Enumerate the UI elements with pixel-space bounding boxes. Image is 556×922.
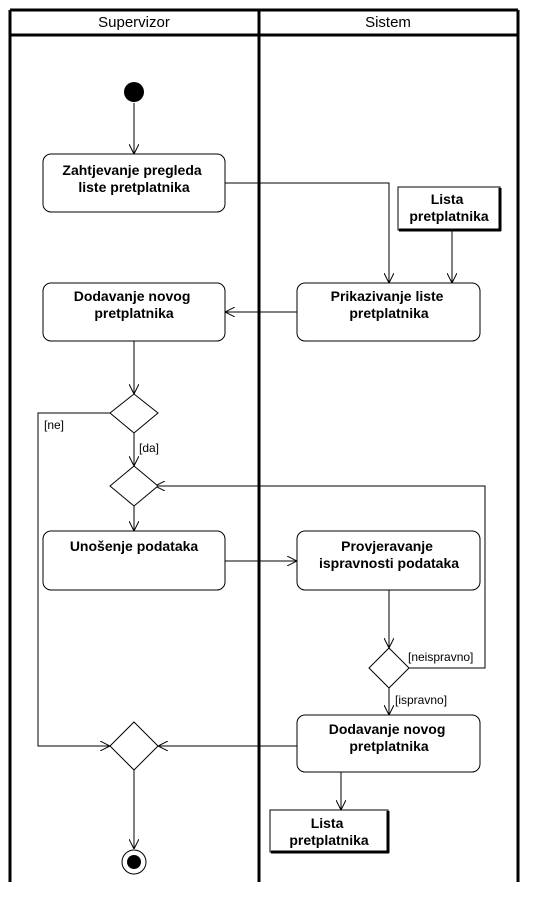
guard-da: [da] — [139, 441, 159, 455]
initial-node — [124, 82, 144, 102]
svg-text:Prikazivanje liste pretp: Prikazivanje liste pretplatnika — [331, 288, 448, 321]
merge-node-1 — [109, 465, 159, 507]
activity-provjeravanje: Provjeravanje ispravnosti podataka — [296, 530, 481, 591]
guard-ne: [ne] — [44, 418, 64, 432]
control-flows — [37, 103, 486, 849]
activity-unosenje: Unošenje podataka — [42, 530, 226, 591]
svg-text:Unošenje podataka: Unošenje podataka — [70, 538, 199, 554]
object-lista-top-line1: Lista — [431, 191, 464, 207]
object-lista-bottom: Lista pretplatnika — [269, 809, 390, 854]
activity-zahtjevanje-line2: liste pretplatnika — [78, 179, 189, 195]
guard-neispravno: [neispravno] — [408, 650, 473, 664]
activity-dodavanje-supervizor-line1: Dodavanje novog — [74, 288, 191, 304]
flow-neispravno-to-merge — [155, 486, 486, 669]
guard-ispravno: [ispravno] — [395, 693, 447, 707]
activity-dodavanje-supervizor-line2: pretplatnika — [94, 305, 174, 321]
object-lista-bottom-line1: Lista — [311, 815, 344, 831]
swimlane-frame: Supervizor Sistem — [8, 8, 520, 882]
svg-text:Dodavanje novog pretplat: Dodavanje novog pretplatnika — [329, 721, 450, 754]
object-lista-top-line2: pretplatnika — [409, 208, 489, 224]
final-node — [121, 849, 147, 875]
decision-node-2 — [368, 647, 410, 689]
activity-prikazivanje: Prikazivanje liste pretplatnika — [296, 282, 481, 342]
lane-title-supervizor: Supervizor — [98, 14, 170, 31]
activity-dodavanje-sistem-line2: pretplatnika — [349, 738, 429, 754]
svg-text:Zahtjevanje pregleda lis: Zahtjevanje pregleda liste pretplatnika — [62, 162, 205, 195]
decision-node-1 — [109, 393, 159, 434]
activity-dodavanje-sistem-line1: Dodavanje novog — [329, 721, 446, 737]
activity-dodavanje-supervizor: Dodavanje novog pretplatnika — [42, 282, 226, 342]
object-lista-bottom-line2: pretplatnika — [289, 832, 369, 848]
activity-unosenje-line1: Unošenje podataka — [70, 538, 199, 554]
merge-node-final — [109, 721, 159, 771]
flow-decision-ne-to-merge — [37, 412, 110, 746]
svg-text:Provjeravanje ispravnost: Provjeravanje ispravnosti podataka — [319, 538, 459, 571]
activity-dodavanje-sistem: Dodavanje novog pretplatnika — [296, 714, 481, 773]
activity-prikazivanje-line1: Prikazivanje liste — [331, 288, 444, 304]
svg-text:Lista pretplatnika: Lista pretplatnika — [409, 191, 489, 224]
activity-zahtjevanje: Zahtjevanje pregleda liste pretplatnika — [42, 153, 226, 213]
activity-provjeravanje-line1: Provjeravanje — [341, 538, 433, 554]
activity-zahtjevanje-line1: Zahtjevanje pregleda — [62, 162, 201, 178]
object-lista-top: Lista pretplatnika — [397, 186, 502, 232]
flow-zahtjevanje-to-prikazivanje — [225, 182, 389, 283]
activity-provjeravanje-line2: ispravnosti podataka — [319, 555, 459, 571]
lane-title-sistem: Sistem — [365, 14, 411, 31]
activity-prikazivanje-line2: pretplatnika — [349, 305, 429, 321]
svg-text:Lista pretplatnika: Lista pretplatnika — [289, 815, 369, 848]
svg-text:Dodavanje novog pretplat: Dodavanje novog pretplatnika — [74, 288, 195, 321]
